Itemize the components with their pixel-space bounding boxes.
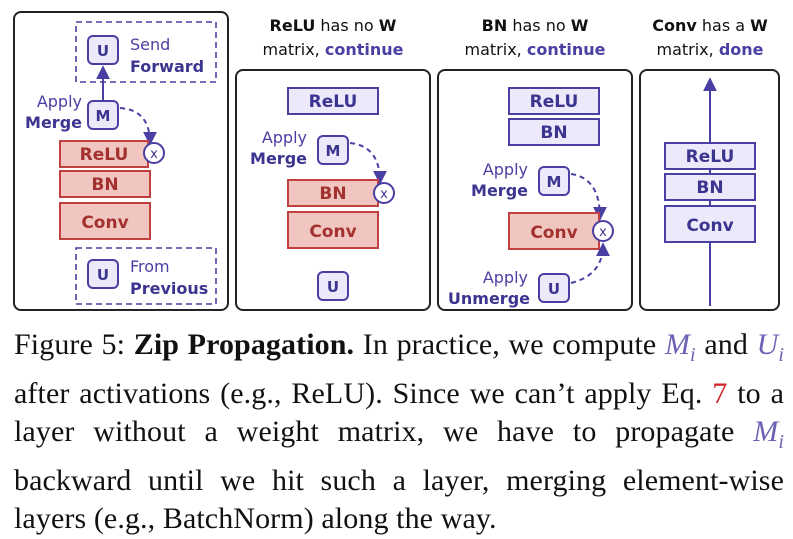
x-circle xyxy=(373,182,395,204)
caption-math-m-base: M xyxy=(664,328,691,361)
caption-math-m-sub: i xyxy=(690,344,696,366)
conv-box xyxy=(508,212,600,250)
merge-dashed-arrow xyxy=(119,107,157,146)
apply-label: Apply xyxy=(483,160,528,179)
unmerge-dashed-arrow xyxy=(570,242,610,284)
conv-box xyxy=(59,202,151,240)
conv-label: Conv xyxy=(309,222,356,242)
bn-box xyxy=(59,170,151,198)
send-label: Send xyxy=(130,35,170,54)
apply-label: Apply xyxy=(37,92,82,111)
relu-box xyxy=(59,140,149,168)
m-box-label: M xyxy=(96,107,111,125)
apply-label: Apply xyxy=(262,128,307,147)
merge-label: Merge xyxy=(250,149,307,168)
caption-text: backward until we hit such a layer, merg… xyxy=(14,463,784,536)
u-box-bottom xyxy=(87,259,119,289)
caption-math-u-sub: i xyxy=(778,344,784,366)
caption-math-u-base: U xyxy=(756,328,779,361)
u-box-bottom-label: U xyxy=(97,266,109,284)
unmerge-label: Unmerge xyxy=(448,289,530,308)
relu-box xyxy=(508,87,600,115)
panel-1: U Send Forward Apply Merge M ReLU x BN C… xyxy=(13,11,229,311)
caption-math-m-sub: i xyxy=(778,431,784,453)
relu-label: ReLU xyxy=(309,92,358,112)
caption-text: and xyxy=(695,328,757,361)
conv-box xyxy=(664,205,756,243)
u-box xyxy=(538,273,570,303)
send-forward-group xyxy=(75,21,217,83)
m-box xyxy=(317,135,349,165)
relu-box xyxy=(287,87,379,115)
merge-label: Merge xyxy=(471,181,528,200)
bn-label: BN xyxy=(319,184,346,204)
panel-3-title-line1: BN has no W xyxy=(482,16,589,35)
caption-math-m: Mi xyxy=(664,328,696,366)
panel-4-title-line2: matrix, done xyxy=(656,40,763,59)
conv-box xyxy=(287,211,379,249)
m-box xyxy=(87,100,119,130)
u-box xyxy=(317,271,349,301)
bn-box xyxy=(287,179,379,207)
panel-3-frame xyxy=(437,69,633,311)
u-box-top xyxy=(87,35,119,65)
figure-caption: Figure 5: Zip Propagation. In practice, … xyxy=(14,326,784,539)
relu-label: ReLU xyxy=(80,145,129,165)
previous-label: Previous xyxy=(130,279,208,298)
relu-box xyxy=(664,142,756,170)
bn-label: BN xyxy=(696,178,723,198)
panel-2-title-line2: matrix, continue xyxy=(263,40,404,59)
caption-math-u: Ui xyxy=(756,328,784,366)
x-circle xyxy=(592,220,614,242)
bn-box xyxy=(508,118,600,146)
merge-dashed-arrow xyxy=(349,142,387,185)
m-box-label: M xyxy=(326,142,341,160)
x-circle-label: x xyxy=(599,225,607,240)
bn-label: BN xyxy=(91,175,118,195)
caption-text: to a layer without a weight matrix, we h… xyxy=(14,376,784,449)
m-box xyxy=(538,166,570,196)
bn-label: BN xyxy=(540,123,567,143)
merge-dashed-arrow xyxy=(570,173,607,221)
panel-2-frame xyxy=(235,69,431,311)
m-box-label: M xyxy=(547,173,562,191)
panel-4: Conv has a W matrix, done ReLU BN Conv xyxy=(639,16,780,311)
conv-label: Conv xyxy=(530,223,577,243)
bn-box xyxy=(664,173,756,201)
caption-math-m: Mi xyxy=(753,415,784,453)
forward-label: Forward xyxy=(130,57,204,76)
u-box-top-label: U xyxy=(97,42,109,60)
caption-title: Zip Propagation. xyxy=(133,328,355,361)
conv-label: Conv xyxy=(81,213,128,233)
u-box-label: U xyxy=(548,280,560,298)
caption-text: after activations (e.g., ReLU). Since we… xyxy=(14,376,713,410)
x-circle xyxy=(143,142,165,164)
zip-propagation-figure: U Send Forward Apply Merge M ReLU x BN C… xyxy=(13,11,780,311)
x-circle-label: x xyxy=(380,187,388,202)
caption-math-m-base: M xyxy=(753,415,779,448)
from-previous-group xyxy=(75,247,217,305)
panel-4-frame xyxy=(639,69,780,311)
relu-label: ReLU xyxy=(530,92,579,112)
relu-label: ReLU xyxy=(686,147,735,167)
u-box-label: U xyxy=(327,278,339,296)
merge-label: Merge xyxy=(25,113,82,132)
conv-label: Conv xyxy=(686,216,733,236)
panel-2-title-line1: ReLU has no W xyxy=(270,16,397,35)
panel-3: BN has no W matrix, continue ReLU BN App… xyxy=(437,16,633,311)
caption-text: In practice, we compute xyxy=(354,328,665,361)
equation-ref-link[interactable]: 7 xyxy=(712,376,728,410)
panel-3-title-line2: matrix, continue xyxy=(465,40,606,59)
from-label: From xyxy=(130,257,170,276)
x-circle-label: x xyxy=(150,147,158,162)
panel-1-frame xyxy=(13,11,229,311)
caption-figure-number: Figure 5: xyxy=(14,328,134,361)
apply-unmerge-label: Apply xyxy=(483,268,528,287)
panel-4-title-line1: Conv has a W xyxy=(652,16,768,35)
panel-2: ReLU has no W matrix, continue ReLU Appl… xyxy=(235,16,431,311)
